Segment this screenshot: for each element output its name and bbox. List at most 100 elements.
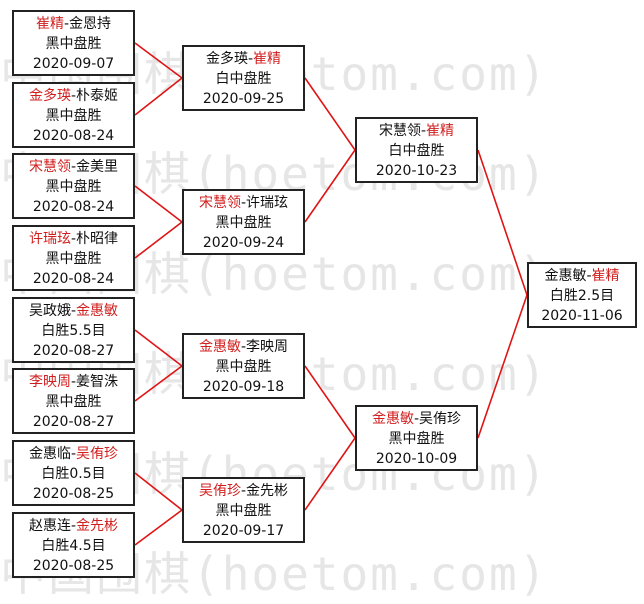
vs-dash: - <box>70 231 77 247</box>
match-date: 2020-09-07 <box>32 56 115 72</box>
match-players: 吴政娥-金惠敏 <box>14 301 133 321</box>
vs-dash: - <box>70 88 77 104</box>
match-result: 黑中盘胜 <box>45 251 102 267</box>
match-result: 白胜2.5目 <box>549 288 615 304</box>
match-result: 白胜4.5目 <box>41 538 106 554</box>
connector-r2m3-to-r3m2 <box>304 365 356 439</box>
connector-r1m4-to-r2m2 <box>134 221 183 259</box>
match-result: 黑中盘胜 <box>215 359 272 375</box>
match-date: 2020-08-27 <box>32 414 115 430</box>
match-result: 黑中盘胜 <box>215 215 272 231</box>
vs-dash: - <box>420 123 427 139</box>
player-white: 金美里 <box>76 159 119 175</box>
match-players: 金惠敏-李映周 <box>184 337 303 357</box>
match-date: 2020-11-06 <box>541 308 623 324</box>
match-date: 2020-09-24 <box>202 235 285 251</box>
vs-dash: - <box>63 16 70 32</box>
player-black: 金惠敏 <box>544 268 587 284</box>
vs-dash: - <box>240 483 247 499</box>
match-result: 黑中盘胜 <box>388 431 445 447</box>
vs-dash: - <box>70 374 77 390</box>
match-box-r2m4: 吴侑珍-金先彬黑中盘胜 2020-09-17 <box>182 477 305 543</box>
player-black: 李映周 <box>28 374 71 390</box>
match-date: 2020-10-23 <box>375 163 458 179</box>
player-white: 吴侑珍 <box>76 446 119 462</box>
connector-r1m3-to-r2m2 <box>134 185 183 223</box>
connector-r1m7-to-r2m4 <box>134 472 183 511</box>
match-date: 2020-09-17 <box>202 523 285 539</box>
player-white: 金惠敏 <box>76 303 119 319</box>
match-players: 宋慧领-金美里 <box>14 157 133 177</box>
vs-dash: - <box>413 411 420 427</box>
connector-r1m8-to-r2m4 <box>134 509 183 546</box>
match-box-r1m5: 吴政娥-金惠敏白胜5.5目 2020-08-27 <box>12 297 135 363</box>
match-date: 2020-10-09 <box>375 451 458 467</box>
match-result: 黑中盘胜 <box>45 36 102 52</box>
player-white: 李映周 <box>246 339 289 355</box>
match-box-r1m6: 李映周-姜智洙黑中盘胜 2020-08-27 <box>12 368 135 434</box>
match-result: 黑中盘胜 <box>45 394 102 410</box>
match-date: 2020-09-25 <box>202 91 285 107</box>
match-box-r1m1: 崔精-金恩持黑中盘胜 2020-09-07 <box>12 10 135 76</box>
vs-dash: - <box>70 303 77 319</box>
player-black: 宋慧领 <box>198 195 241 211</box>
match-players: 金惠敏-崔精 <box>529 266 635 286</box>
connector-r3m2-to-final <box>477 294 528 439</box>
player-black: 赵惠连 <box>28 518 71 534</box>
match-players: 李映周-姜智洙 <box>14 372 133 392</box>
connector-r2m2-to-r3m1 <box>304 149 356 223</box>
match-players: 金惠敏-吴侑珍 <box>357 409 476 429</box>
vs-dash: - <box>586 268 592 284</box>
player-black: 金惠敏 <box>371 411 414 427</box>
vs-dash: - <box>70 159 77 175</box>
player-black: 金多瑛 <box>28 88 71 104</box>
connector-r1m6-to-r2m3 <box>134 365 183 402</box>
player-black: 许瑞玹 <box>28 231 71 247</box>
vs-dash: - <box>240 339 247 355</box>
vs-dash: - <box>240 195 247 211</box>
player-white: 崔精 <box>591 268 620 284</box>
vs-dash: - <box>247 51 254 67</box>
connector-r3m1-to-final <box>477 149 528 296</box>
match-players: 许瑞玹-朴昭律 <box>14 229 133 249</box>
match-result: 黑中盘胜 <box>45 108 102 124</box>
match-players: 宋慧领-许瑞玹 <box>184 193 303 213</box>
player-black: 宋慧领 <box>378 123 421 139</box>
match-box-r1m2: 金多瑛-朴泰姬黑中盘胜 2020-08-24 <box>12 82 135 148</box>
player-white: 崔精 <box>253 51 282 67</box>
player-white: 许瑞玹 <box>246 195 289 211</box>
player-white: 姜智洙 <box>76 374 119 390</box>
player-white: 金先彬 <box>76 518 119 534</box>
match-players: 吴侑珍-金先彬 <box>184 481 303 501</box>
match-result: 白中盘胜 <box>215 71 272 87</box>
match-date: 2020-08-24 <box>32 199 115 215</box>
vs-dash: - <box>70 446 77 462</box>
match-result: 白胜5.5目 <box>41 323 106 339</box>
player-black: 宋慧领 <box>28 159 71 175</box>
match-date: 2020-08-25 <box>32 486 115 502</box>
player-black: 崔精 <box>35 16 64 32</box>
match-date: 2020-08-24 <box>32 128 115 144</box>
connector-r1m1-to-r2m1 <box>134 42 183 79</box>
match-box-final: 金惠敏-崔精白胜2.5目 2020-11-06 <box>527 262 637 328</box>
player-black: 金惠临 <box>28 446 71 462</box>
match-players: 金多瑛-朴泰姬 <box>14 86 133 106</box>
match-box-r1m7: 金惠临-吴侑珍白胜0.5目 2020-08-25 <box>12 440 135 506</box>
match-result: 黑中盘胜 <box>215 503 272 519</box>
match-players: 赵惠连-金先彬 <box>14 516 133 536</box>
match-players: 宋慧领-崔精 <box>357 121 476 141</box>
match-date: 2020-08-27 <box>32 343 115 359</box>
connector-r2m1-to-r3m1 <box>304 77 356 151</box>
connector-r1m2-to-r2m1 <box>134 77 183 116</box>
connector-r2m4-to-r3m2 <box>304 437 356 511</box>
match-box-r2m2: 宋慧领-许瑞玹黑中盘胜 2020-09-24 <box>182 189 305 255</box>
player-white: 吴侑珍 <box>419 411 462 427</box>
match-box-r3m2: 金惠敏-吴侑珍黑中盘胜 2020-10-09 <box>355 405 478 471</box>
match-players: 崔精-金恩持 <box>14 14 133 34</box>
match-result: 白胜0.5目 <box>41 466 106 482</box>
player-black: 金惠敏 <box>198 339 241 355</box>
vs-dash: - <box>70 518 77 534</box>
player-white: 朴昭律 <box>76 231 119 247</box>
